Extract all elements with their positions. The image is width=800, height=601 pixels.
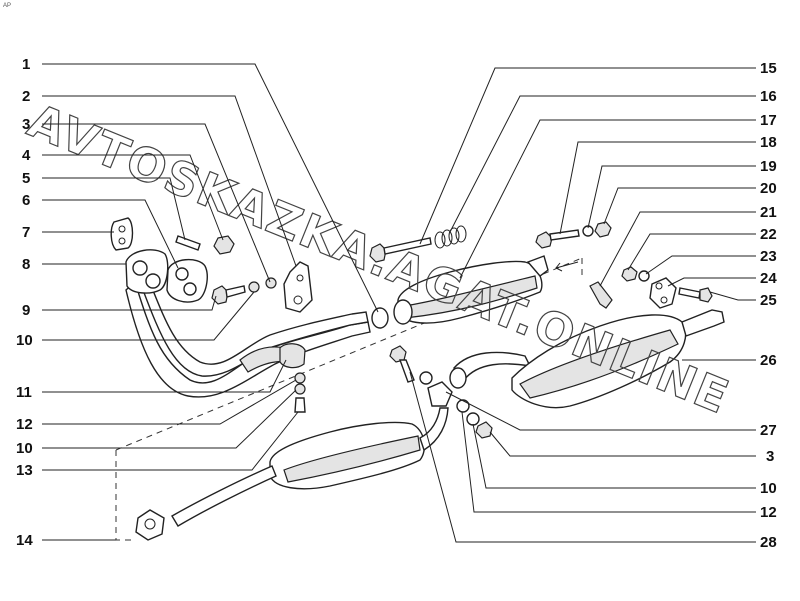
callout-left-9: 9 — [22, 302, 30, 319]
spring-set — [434, 225, 467, 249]
joint-flange — [427, 381, 453, 407]
callout-left-8: 8 — [22, 256, 30, 273]
upper-converter — [393, 255, 549, 325]
rear-muffler — [449, 309, 725, 409]
callout-left-5: 5 — [22, 170, 30, 187]
callout-left-3: 3 — [22, 116, 30, 133]
left-callouts: 1 2 3 4 5 6 7 8 9 10 11 12 10 13 14 — [16, 56, 33, 549]
stud — [175, 235, 201, 251]
callout-right-24: 24 — [760, 270, 777, 287]
bolt-28 — [389, 345, 415, 383]
washer-left — [248, 281, 260, 293]
callout-right-27: 27 — [760, 422, 777, 439]
right-callouts: 15 16 17 18 19 20 21 22 23 24 25 26 27 3… — [760, 60, 777, 551]
right-leader-lines — [409, 67, 756, 543]
callout-left-4: 4 — [22, 147, 31, 164]
callout-left-10: 10 — [16, 332, 33, 349]
front-exhaust-pipe — [125, 280, 371, 398]
clamp-bolt — [294, 397, 306, 413]
hanger-plate — [649, 277, 677, 309]
left-leader-lines — [42, 63, 379, 541]
callout-left-10b: 10 — [16, 440, 33, 457]
manifold-gasket — [166, 259, 208, 303]
callout-right-28: 28 — [760, 534, 777, 551]
parts-drawing — [110, 217, 725, 541]
washer-clamp — [294, 372, 306, 384]
bracket-plate — [110, 217, 134, 251]
callout-right-17: 17 — [760, 112, 777, 129]
corner-mark: AP — [3, 3, 11, 9]
nut-clamp — [294, 383, 306, 395]
callout-left-1: 1 — [22, 56, 30, 73]
callout-right-19: 19 — [760, 158, 777, 175]
bolt-25 — [678, 287, 713, 303]
bolt-left — [211, 285, 246, 305]
washer-10 — [466, 412, 480, 426]
bolt-18-set — [535, 221, 612, 249]
callout-left-11: 11 — [16, 384, 32, 401]
callout-right-18: 18 — [760, 134, 777, 151]
callout-right-21: 21 — [760, 204, 777, 221]
callout-right-23: 23 — [760, 248, 777, 265]
callout-right-12: 12 — [760, 504, 777, 521]
callout-right-16: 16 — [760, 88, 777, 105]
rubber-mount — [589, 281, 613, 309]
callout-right-15: 15 — [760, 60, 777, 77]
manifold-flange — [125, 249, 169, 294]
nut-22 — [621, 266, 638, 282]
long-bolt — [369, 237, 432, 263]
callout-left-12: 12 — [16, 416, 33, 433]
assembly-guide-left — [115, 450, 132, 541]
lower-resonator — [135, 407, 449, 541]
callout-right-20: 20 — [760, 180, 777, 197]
callout-left-14: 14 — [16, 532, 33, 549]
callout-left-7: 7 — [22, 224, 30, 241]
callout-right-22: 22 — [760, 226, 777, 243]
callout-left-6: 6 — [22, 192, 30, 209]
nut-3 — [475, 421, 493, 439]
callout-right-10: 10 — [760, 480, 777, 497]
callout-right-3: 3 — [766, 448, 774, 465]
pipe-bracket — [283, 261, 313, 313]
ring-gasket — [371, 307, 389, 329]
callout-right-26: 26 — [760, 352, 777, 369]
washer-joint — [419, 371, 433, 385]
callout-left-2: 2 — [22, 88, 30, 105]
washer-12 — [456, 399, 470, 413]
nut-left — [265, 277, 277, 289]
direction-arrow — [555, 261, 579, 272]
nut-upper — [213, 235, 235, 255]
callout-right-25: 25 — [760, 292, 777, 309]
callout-left-13: 13 — [16, 462, 33, 479]
